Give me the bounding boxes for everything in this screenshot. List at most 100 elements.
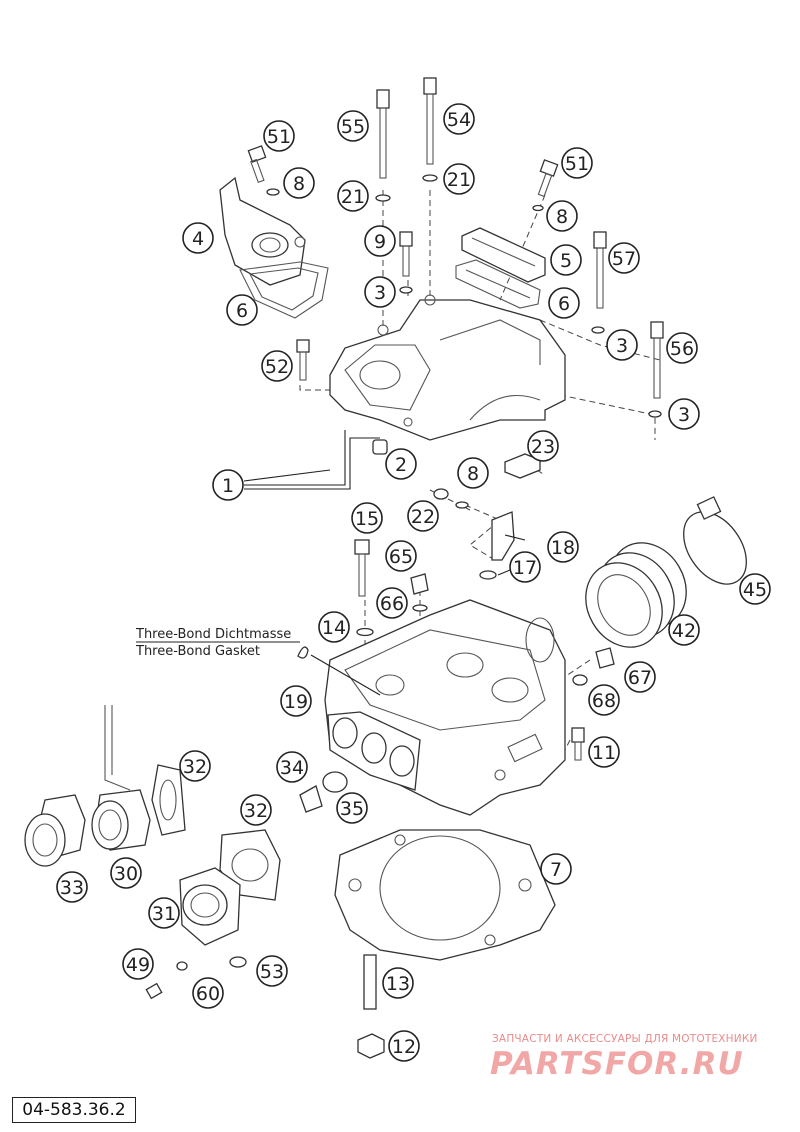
callout-52: 52 [261,350,293,382]
svg-text:18: 18 [551,537,575,559]
svg-text:9: 9 [374,231,386,253]
callout-32b: 32 [240,794,272,826]
callout-6b: 6 [548,287,580,319]
stud-and-nut [357,954,385,1059]
svg-text:51: 51 [267,126,291,148]
svg-text:3: 3 [678,404,690,426]
svg-text:6: 6 [236,300,248,322]
small-parts-bottom [145,956,247,1000]
svg-text:42: 42 [672,620,696,642]
callout-8c: 8 [457,457,489,489]
callout-31: 31 [148,897,180,929]
thermostat-gasket [239,261,329,319]
callout-18: 18 [547,531,579,563]
callout-35: 35 [336,792,368,824]
svg-text:56: 56 [670,338,694,360]
callout-67: 67 [624,661,656,693]
callout-30: 30 [110,857,142,889]
callout-49: 49 [122,948,154,980]
svg-text:14: 14 [322,617,346,639]
svg-text:54: 54 [447,109,471,131]
svg-text:1: 1 [222,475,234,497]
thermostat-cover [219,176,306,286]
callout-23: 23 [527,430,559,462]
note-de: Three-Bond Dichtmasse [135,627,291,642]
svg-text:65: 65 [389,546,413,568]
callout-2: 2 [385,448,417,480]
bolts-top [247,77,664,418]
callout-8a: 8 [283,167,315,199]
svg-text:49: 49 [126,954,150,976]
diagram-code: 04-583.36.2 [12,1097,136,1123]
callout-54: 54 [443,103,475,135]
callout-3a: 3 [364,276,396,308]
callout-12: 12 [388,1030,420,1062]
svg-text:66: 66 [380,593,404,615]
small-parts-middle [297,439,541,659]
callout-21a: 21 [337,180,369,212]
svg-text:15: 15 [355,508,379,530]
svg-text:31: 31 [152,903,176,925]
callout-21b: 21 [443,163,475,195]
svg-text:35: 35 [340,798,364,820]
svg-text:13: 13 [386,973,410,995]
right-cover [461,227,546,283]
svg-text:7: 7 [550,859,562,881]
callout-6a: 6 [226,294,258,326]
svg-text:67: 67 [628,667,652,689]
svg-text:17: 17 [513,557,537,579]
callout-51a: 51 [263,120,295,152]
callout-32a: 32 [179,750,211,782]
svg-text:51: 51 [565,153,589,175]
right-gasket [455,259,541,309]
svg-text:32: 32 [244,800,268,822]
hose-clamp [683,496,747,585]
svg-text:19: 19 [284,691,308,713]
svg-text:2: 2 [395,454,407,476]
callout-3b: 3 [606,329,638,361]
cylinder-head [324,599,566,816]
callout-15: 15 [351,502,383,534]
leader-lines [243,430,526,696]
callouts: 1 2 3 3 3 4 5 6 6 7 8 8 8 9 11 12 13 14 … [56,103,771,1062]
callout-33: 33 [56,871,88,903]
svg-text:21: 21 [447,169,471,191]
svg-text:8: 8 [556,206,568,228]
svg-text:3: 3 [374,282,386,304]
svg-text:5: 5 [560,250,572,272]
svg-text:55: 55 [341,116,365,138]
callout-60: 60 [192,977,224,1009]
callout-51b: 51 [561,147,593,179]
svg-text:34: 34 [280,757,304,779]
callout-22: 22 [407,500,439,532]
callout-57: 57 [608,242,640,274]
svg-text:11: 11 [592,742,616,764]
watermark-subtitle: ЗАПЧАСТИ И АКСЕССУАРЫ ДЛЯ МОТОТЕХНИКИ [492,1033,758,1045]
svg-text:22: 22 [411,506,435,528]
callout-65: 65 [385,540,417,572]
callout-42: 42 [668,614,700,646]
exhaust-seals [299,771,348,813]
watermark-logo: PARTSFOR.RU [490,1046,744,1082]
svg-text:53: 53 [260,961,284,983]
head-gasket [334,829,556,961]
callout-9: 9 [364,225,396,257]
callout-66: 66 [376,587,408,619]
callout-4: 4 [182,222,214,254]
svg-text:45: 45 [743,579,767,601]
svg-text:32: 32 [183,756,207,778]
intake-manifolds [24,705,281,946]
svg-text:30: 30 [114,863,138,885]
svg-text:21: 21 [341,186,365,208]
callout-56: 56 [666,332,698,364]
callout-7: 7 [540,853,572,885]
callout-55: 55 [337,110,369,142]
callout-5: 5 [550,244,582,276]
callout-11: 11 [588,736,620,768]
callout-34: 34 [276,751,308,783]
callout-17: 17 [509,551,541,583]
svg-text:60: 60 [196,983,220,1005]
callout-45: 45 [739,573,771,605]
